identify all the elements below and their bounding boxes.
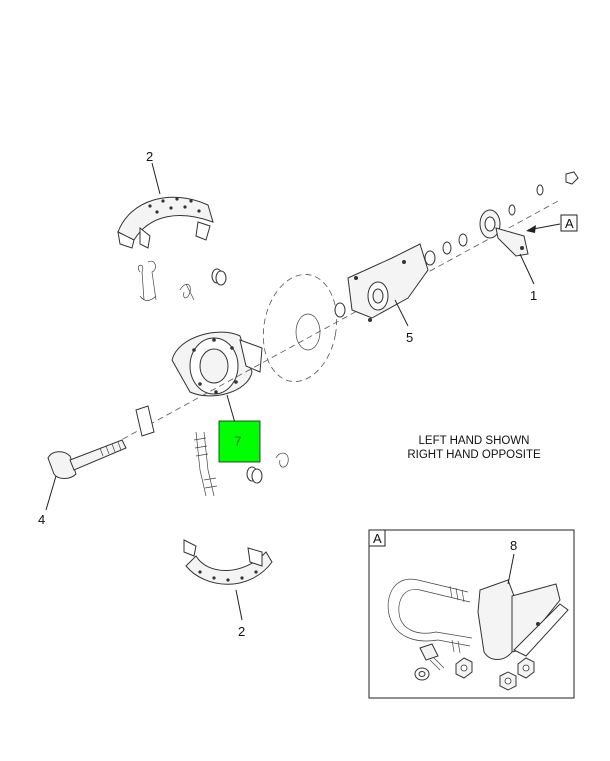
roller-clip[interactable]: [275, 452, 289, 468]
brake-shoe-bottom[interactable]: [183, 539, 273, 585]
detail-marker-a[interactable]: A: [526, 214, 578, 233]
brake-spider[interactable]: [171, 331, 263, 397]
anchor-pin-bottom[interactable]: [246, 466, 263, 484]
cam-washer[interactable]: [135, 405, 155, 437]
washer-nut-set[interactable]: [508, 171, 579, 216]
hex-nut-left[interactable]: [455, 657, 473, 679]
slack-adjuster[interactable]: [479, 209, 529, 257]
callout-2-top: 2: [146, 149, 153, 164]
dust-shield[interactable]: [255, 269, 345, 388]
callout-2-bottom: 2: [238, 624, 245, 639]
mounting-bracket[interactable]: [477, 579, 569, 660]
brake-shoe-top[interactable]: [117, 196, 214, 249]
u-bolt[interactable]: [387, 578, 473, 654]
lock-washer[interactable]: [414, 667, 430, 681]
hex-nut-right[interactable]: [517, 657, 535, 679]
callout-8: 8: [510, 538, 517, 553]
detail-marker-label: A: [565, 216, 574, 231]
anchor-pin-top[interactable]: [211, 268, 227, 286]
callout-5: 5: [406, 330, 413, 345]
camshaft[interactable]: [47, 439, 127, 479]
callout-1: 1: [530, 288, 537, 303]
detail-box-label: A: [373, 531, 382, 546]
note-left-hand-shown: LEFT HAND SHOWN: [419, 435, 530, 447]
highlight-box-7[interactable]: [218, 420, 261, 463]
callout-7: 7: [234, 433, 242, 449]
chamber-bracket[interactable]: [347, 243, 429, 322]
hold-down-clip[interactable]: [179, 283, 195, 301]
return-spring-bottom[interactable]: [193, 431, 218, 497]
camshaft-bushing[interactable]: [334, 233, 468, 318]
flange-nut[interactable]: [499, 671, 517, 691]
return-spring-top[interactable]: [137, 260, 157, 301]
bolt[interactable]: [419, 643, 445, 671]
callout-4: 4: [38, 512, 45, 527]
note-right-hand-opposite: RIGHT HAND OPPOSITE: [407, 449, 541, 461]
